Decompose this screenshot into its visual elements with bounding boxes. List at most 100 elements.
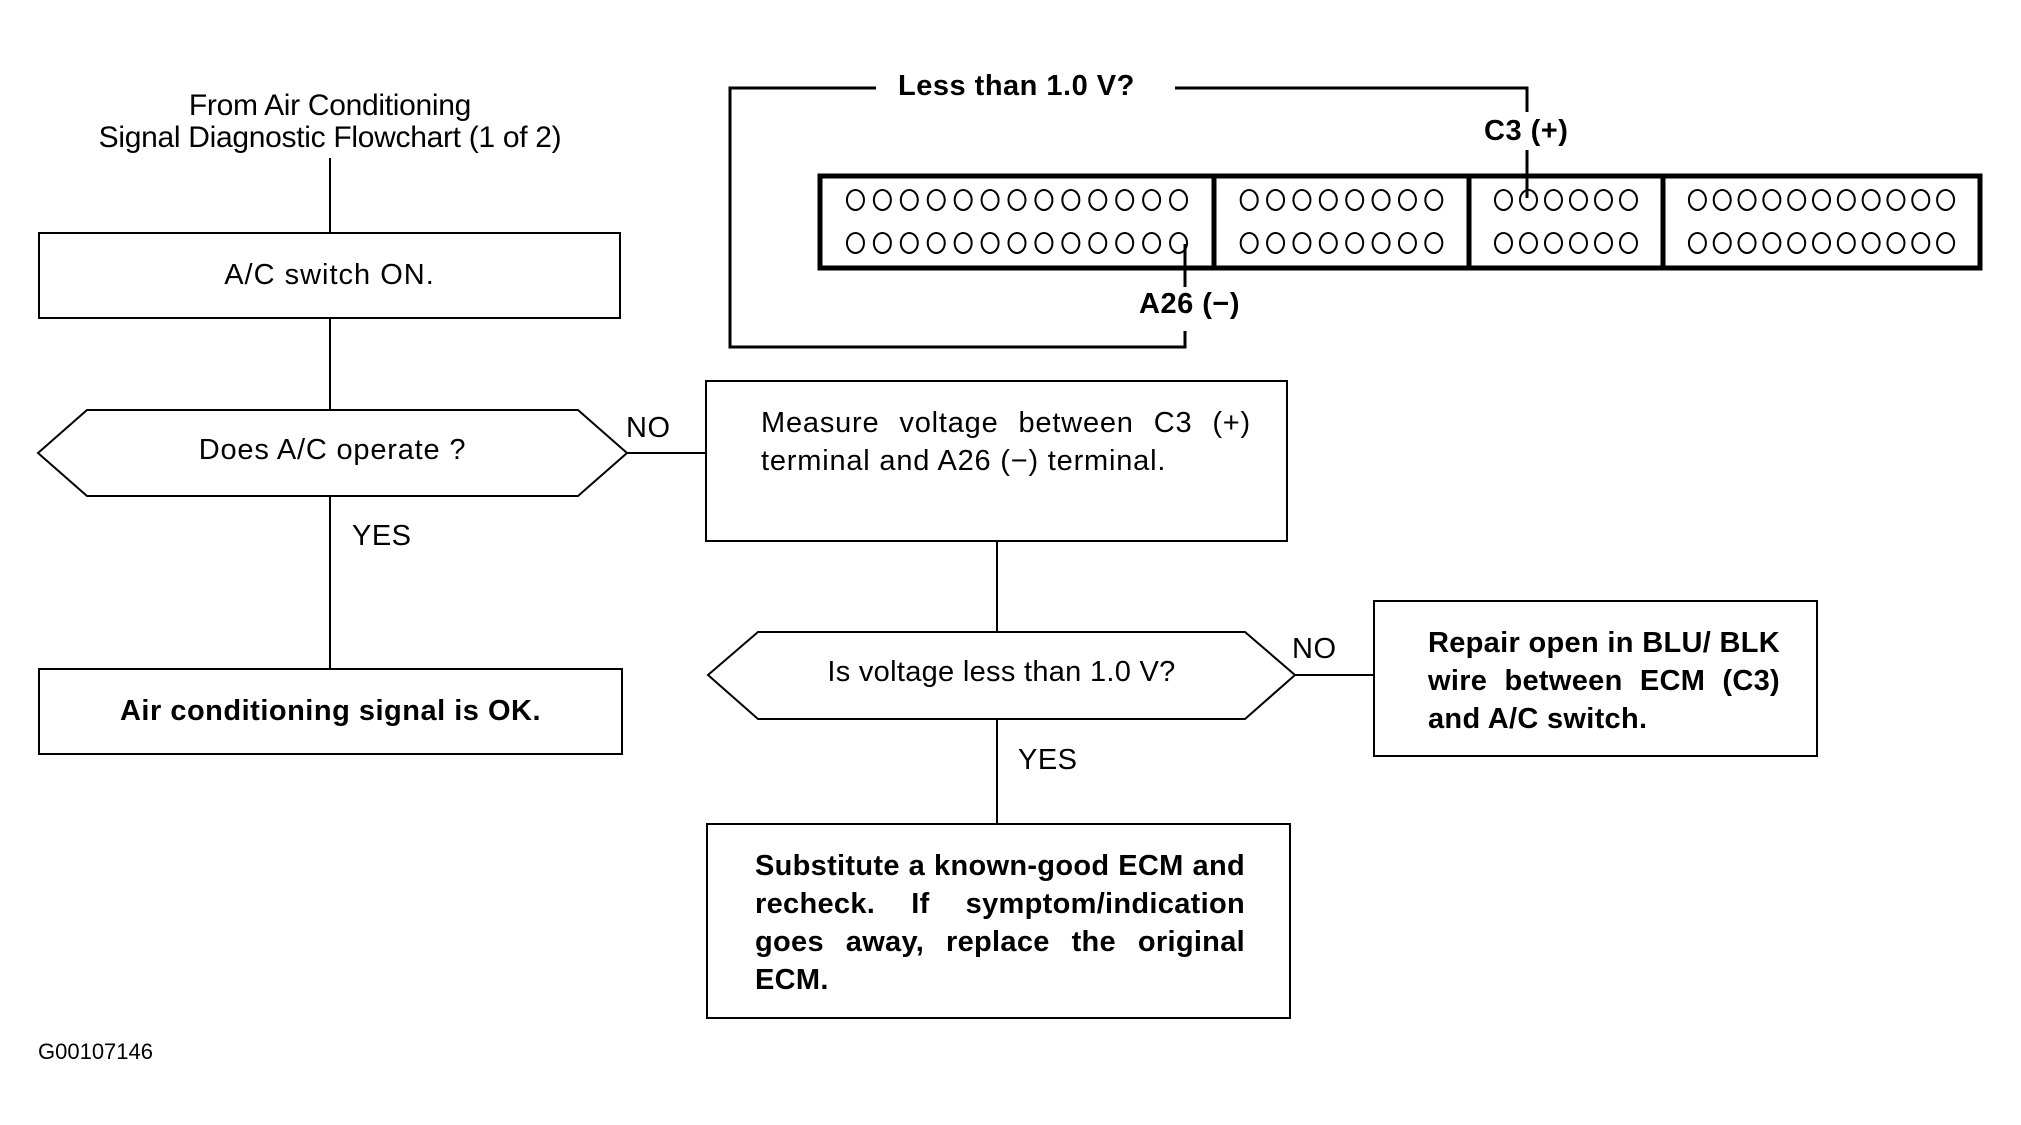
connector-pin <box>1115 232 1135 254</box>
connector-pin <box>953 232 973 254</box>
result-repair-box: Repair open in BLU/ BLK wire between ECM… <box>1373 600 1818 757</box>
connector-pin <box>1088 189 1108 211</box>
title-line-2: Signal Diagnostic Flowchart (1 of 2) <box>98 121 562 154</box>
connector-pin <box>1061 189 1081 211</box>
step-switch-on-text: A/C switch ON. <box>224 259 435 291</box>
connector-pin <box>1494 232 1513 254</box>
title-line-1: From Air Conditioning <box>188 89 472 122</box>
connector-pin <box>1569 232 1588 254</box>
connector-pin <box>1007 189 1027 211</box>
connector-pin <box>980 189 1000 211</box>
connector-pin <box>1266 189 1286 211</box>
flowchart-title: From Air Conditioning Signal Diagnostic … <box>40 90 620 154</box>
connector-pin <box>1371 189 1391 211</box>
connector-pin <box>1292 232 1312 254</box>
connector-pin <box>1034 232 1054 254</box>
connector-pin <box>1397 232 1417 254</box>
connector-pin <box>1088 232 1108 254</box>
step-measure-text: Measure voltage between C3 (+) terminal … <box>761 407 1251 477</box>
a26-terminal-label: A26 (−) <box>1139 288 1241 320</box>
connector-pin <box>872 232 892 254</box>
connector-pin <box>953 189 973 211</box>
connector-pin <box>1544 189 1563 211</box>
connector-pin <box>1836 232 1856 254</box>
connector-pin <box>1239 232 1259 254</box>
connector-pin <box>1569 189 1588 211</box>
connector-pin <box>1886 232 1906 254</box>
connector-pin <box>1519 189 1538 211</box>
figure-id: G00107146 <box>38 1039 153 1064</box>
connector-pin <box>1292 189 1312 211</box>
connector-pin <box>1812 232 1831 254</box>
result-ok-text: Air conditioning signal is OK. <box>119 695 541 727</box>
connector-pin <box>926 189 946 211</box>
decision-1-yes-label: YES <box>352 520 412 552</box>
connector-pin <box>1371 232 1391 254</box>
connector-pin <box>1886 189 1906 211</box>
test-label: Less than 1.0 V? <box>890 70 1143 103</box>
connector-pin <box>1936 232 1956 254</box>
connector-pin <box>1712 232 1732 254</box>
connector-pin <box>1494 189 1513 211</box>
connector-pin <box>1911 189 1931 211</box>
connector-pin <box>1861 232 1881 254</box>
connector-pin <box>899 189 919 211</box>
connector-pin <box>1169 232 1189 254</box>
connector-pin <box>1169 189 1189 211</box>
connector-pin <box>1687 232 1707 254</box>
connector-housing <box>817 173 1983 271</box>
decision-2-shape <box>706 631 1297 720</box>
connector-pin <box>1762 189 1782 211</box>
connector-pin <box>1812 189 1831 211</box>
connector-pin <box>1619 232 1638 254</box>
result-substitute-box: Substitute a known-good ECM and recheck.… <box>706 823 1291 1019</box>
connector-pin <box>1142 232 1162 254</box>
connector-pin <box>845 232 865 254</box>
connector-pin <box>1737 232 1757 254</box>
meter-lead-negative <box>728 86 1187 349</box>
connector-pin <box>1345 189 1365 211</box>
connector-pin <box>1034 189 1054 211</box>
connector-pin <box>1007 232 1027 254</box>
decision-1-no-label: NO <box>626 412 671 444</box>
c3-terminal-label: C3 (+) <box>1484 115 1569 147</box>
connector-pin <box>980 232 1000 254</box>
connector-pin <box>872 189 892 211</box>
decision-1-text: Does A/C operate ? <box>198 434 467 466</box>
step-switch-on-box: A/C switch ON. <box>38 232 621 319</box>
result-repair-text: Repair open in BLU/ BLK wire between ECM… <box>1428 627 1780 735</box>
connector-pin <box>1424 232 1444 254</box>
connector-pin <box>1836 189 1856 211</box>
connector-pin <box>1115 189 1135 211</box>
connector-pin <box>1318 232 1338 254</box>
connector-pin <box>1544 232 1563 254</box>
connector-pin <box>1397 189 1417 211</box>
connector-pin <box>1687 189 1707 211</box>
connector-pin <box>1424 189 1444 211</box>
connector-pin <box>926 232 946 254</box>
connector-pin <box>1239 189 1259 211</box>
connector-pin <box>1519 232 1538 254</box>
step-measure-box: Measure voltage between C3 (+) terminal … <box>705 380 1288 542</box>
connector-pin <box>845 189 865 211</box>
connector-pin <box>1787 189 1807 211</box>
connector-pin <box>899 232 919 254</box>
connector-pin <box>1936 189 1956 211</box>
connector-pin <box>1142 189 1162 211</box>
decision-2-no-label: NO <box>1292 633 1337 665</box>
connector-pin <box>1787 232 1807 254</box>
connector-pin <box>1266 232 1286 254</box>
decision-2-yes-label: YES <box>1018 744 1078 776</box>
meter-lead-positive <box>1175 86 1529 112</box>
connector-pin <box>1594 232 1613 254</box>
connector-pin <box>1619 189 1638 211</box>
connector-pin <box>1594 189 1613 211</box>
result-ok-box: Air conditioning signal is OK. <box>38 668 623 755</box>
decision-1-shape <box>36 409 629 497</box>
connector-pin <box>1737 189 1757 211</box>
connector-pin <box>1061 232 1081 254</box>
connector-pin <box>1861 189 1881 211</box>
connector-pin <box>1911 232 1931 254</box>
connector-pin <box>1345 232 1365 254</box>
